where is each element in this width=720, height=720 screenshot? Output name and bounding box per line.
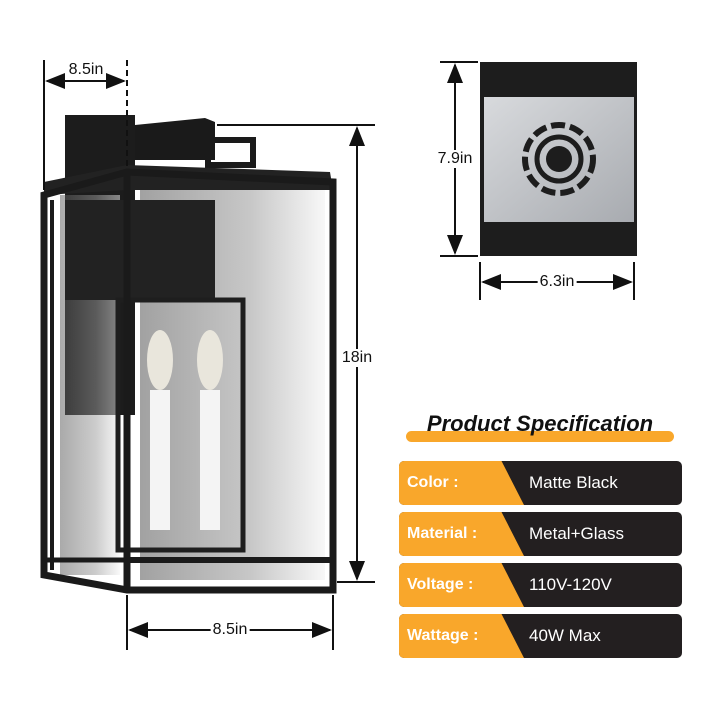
- spec-label: Voltage :: [407, 576, 474, 593]
- height-label: 18in: [339, 349, 375, 367]
- spec-row-voltage: Voltage : 110V-120V: [399, 563, 682, 607]
- spec-title: Product Specification: [426, 411, 654, 436]
- spec-label: Wattage :: [407, 627, 479, 644]
- spec-value: Metal+Glass: [529, 524, 624, 543]
- spec-row-wattage: Wattage : 40W Max: [399, 614, 682, 658]
- spec-value: Matte Black: [529, 473, 618, 492]
- row-label-bg: [399, 512, 524, 556]
- backplate-width-label: 6.3in: [537, 273, 577, 291]
- spec-value: 40W Max: [529, 626, 601, 645]
- spec-value: 110V-120V: [529, 575, 612, 594]
- width-label: 8.5in: [210, 621, 250, 639]
- row-label-bg: [399, 614, 524, 658]
- row-label-bg: [399, 461, 524, 505]
- backplate-image: [480, 62, 637, 256]
- lantern-image: [40, 115, 337, 594]
- spec-row-color: Color : Matte Black: [399, 461, 682, 505]
- spec-label: Color :: [407, 474, 459, 491]
- title-underline: [406, 431, 674, 442]
- backplate-height-label: 7.9in: [435, 150, 475, 168]
- depth-label: 8.5in: [66, 61, 106, 79]
- spec-label: Material :: [407, 525, 478, 542]
- row-label-bg: [399, 563, 524, 607]
- spec-row-material: Material : Metal+Glass: [399, 512, 682, 556]
